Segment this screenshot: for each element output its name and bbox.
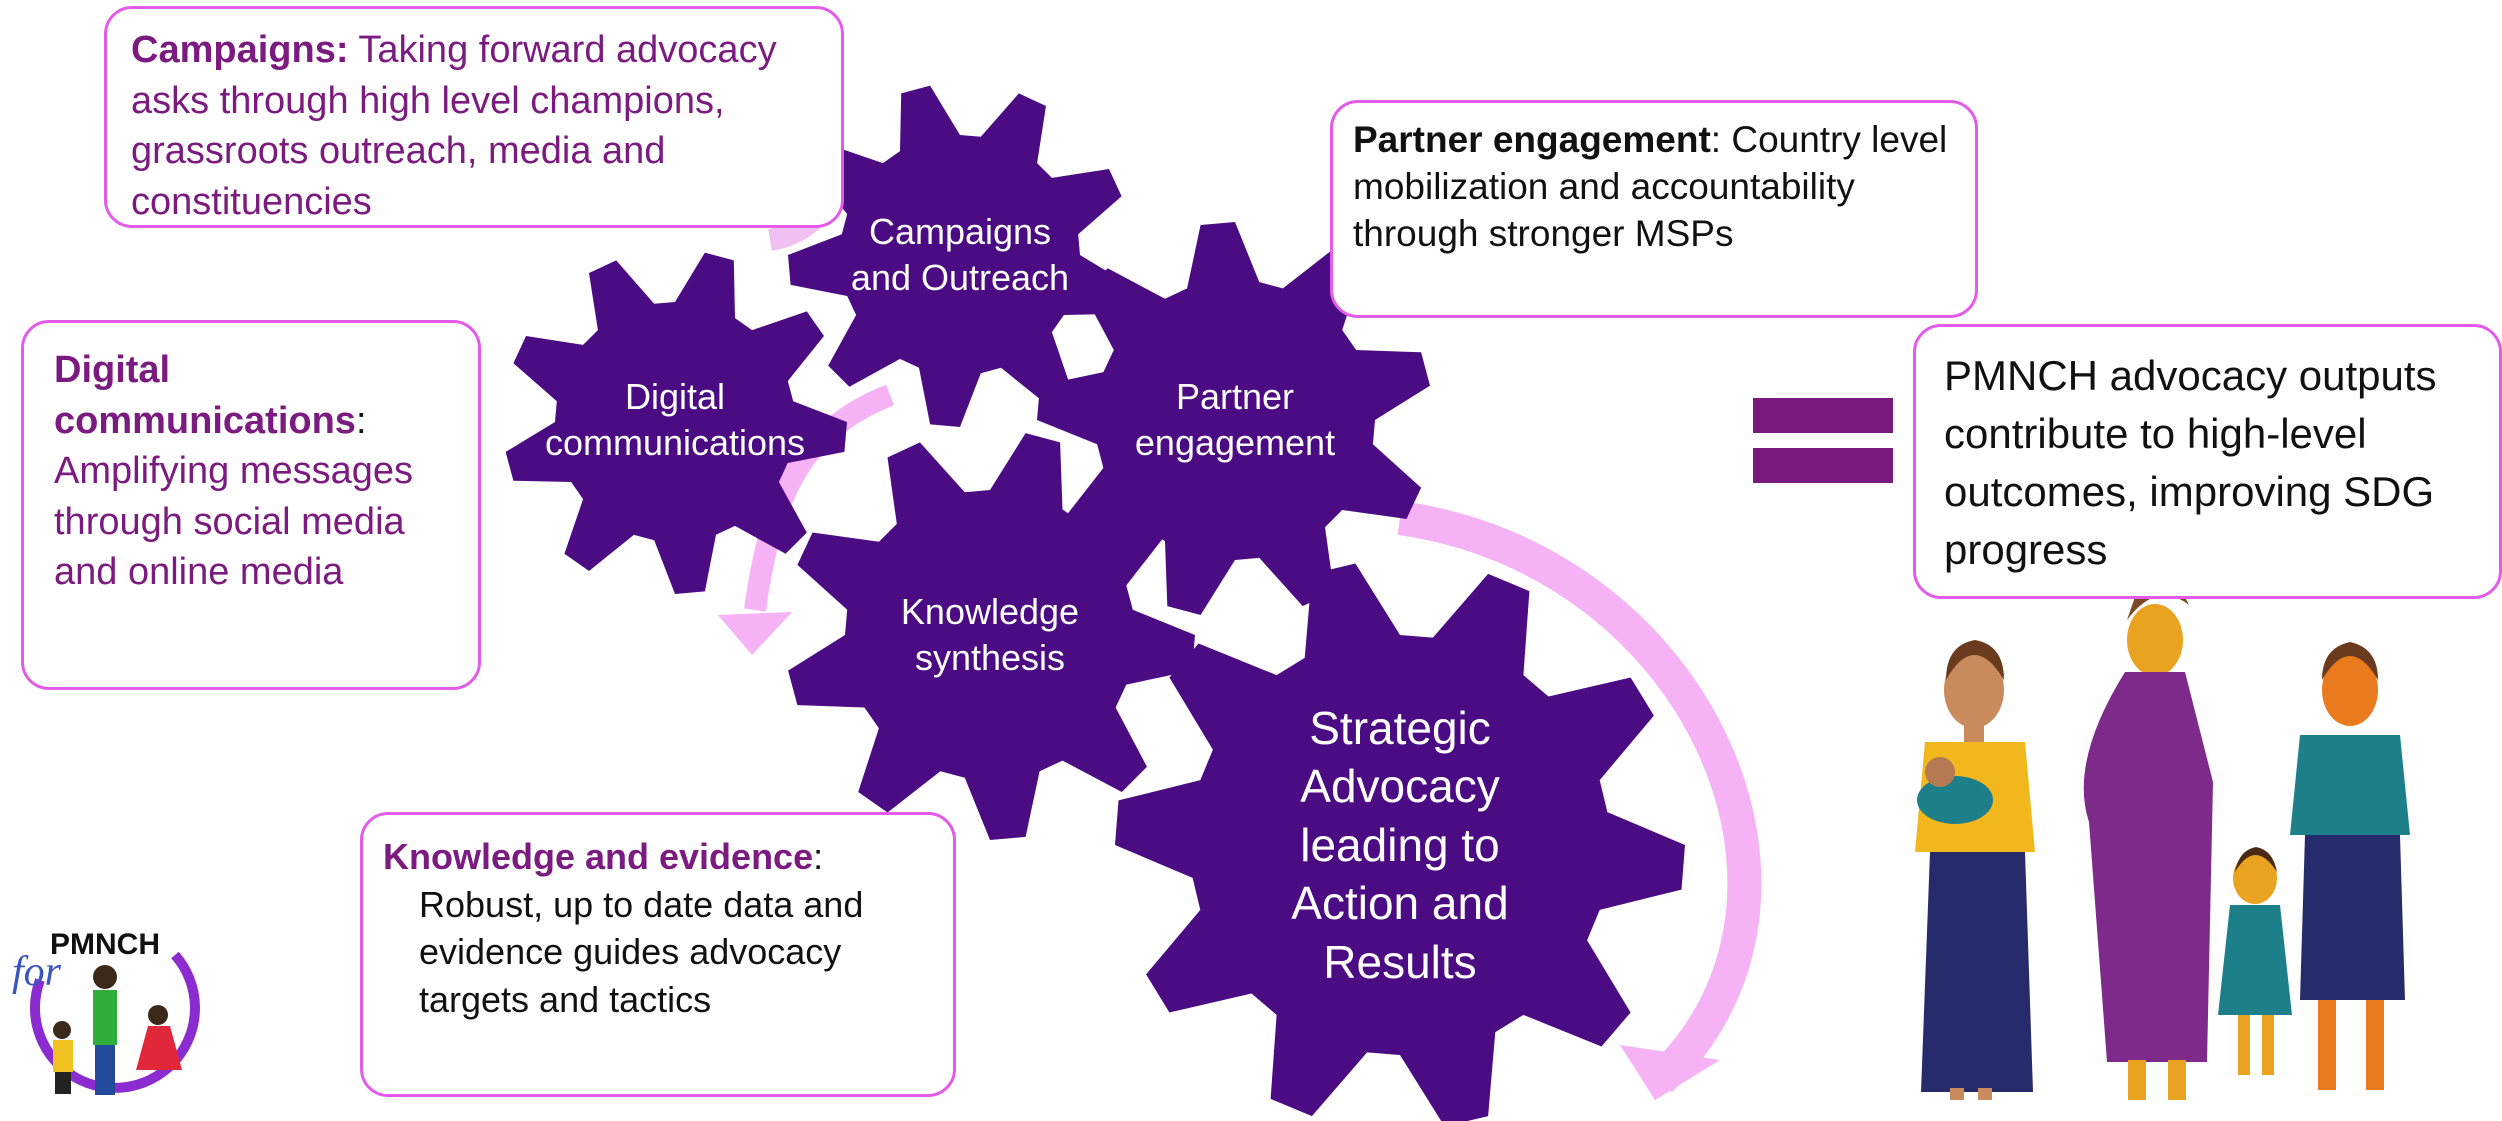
callout-separator: : xyxy=(355,399,367,442)
small-arrow-icon xyxy=(744,384,895,612)
gear-label-campaigns: Campaigns and Outreach xyxy=(850,211,1070,298)
equals-sign-icon xyxy=(1753,398,1893,433)
gear-digital xyxy=(505,252,847,594)
gear-group xyxy=(505,85,1685,1121)
arrowhead-icon xyxy=(1620,1045,1720,1100)
gear-label-knowledge: Knowledge synthesis xyxy=(900,591,1080,678)
small-arrowhead-icon xyxy=(718,612,792,655)
outputs-callout: PMNCH advocacy outputs contribute to hig… xyxy=(1913,324,2502,599)
partner-callout: Partner engagement: Country level mobili… xyxy=(1330,100,1978,318)
callout-title: Digital communications xyxy=(54,349,356,442)
callout-text: Robust, up to date data and evidence gui… xyxy=(419,883,864,1020)
callout-separator: : xyxy=(813,836,824,877)
gear-label-digital: Digital communications xyxy=(544,376,806,463)
gear-knowledge xyxy=(788,433,1195,840)
logo-word: PMNCH xyxy=(50,928,160,961)
gear-strategic xyxy=(1115,563,1685,1121)
curved-arrow-icon xyxy=(1397,501,1762,1093)
callout-text: Taking forward advocacy asks through hig… xyxy=(131,29,777,223)
callout-title: Partner engagement xyxy=(1353,119,1711,160)
callout-separator: : xyxy=(1710,119,1722,160)
callout-text: Amplifying messages through social media… xyxy=(54,450,414,594)
gear-campaigns xyxy=(788,85,1130,427)
logo-prefix: for xyxy=(12,949,62,995)
callout-text: Country level mobilization and accountab… xyxy=(1353,119,1948,254)
callout-title: Knowledge and evidence xyxy=(383,836,814,877)
pmnch-logo xyxy=(29,951,200,1095)
knowledge-callout: Knowledge and evidence: Robust, up to da… xyxy=(360,812,956,1097)
campaigns-callout: Campaigns: Taking forward advocacy asks … xyxy=(104,6,844,228)
equals-sign-icon xyxy=(1753,448,1893,483)
gear-label-strategic: Strategic Advocacy leading to Action and… xyxy=(1291,701,1509,988)
women-and-children-illustration xyxy=(1915,595,2410,1100)
callout-title: Campaigns: xyxy=(131,29,349,71)
callout-text: PMNCH advocacy outputs contribute to hig… xyxy=(1944,352,2437,573)
gear-label-partner: Partner engagement xyxy=(1134,376,1336,463)
digital-callout: Digital communications: Amplifying messa… xyxy=(21,320,481,690)
